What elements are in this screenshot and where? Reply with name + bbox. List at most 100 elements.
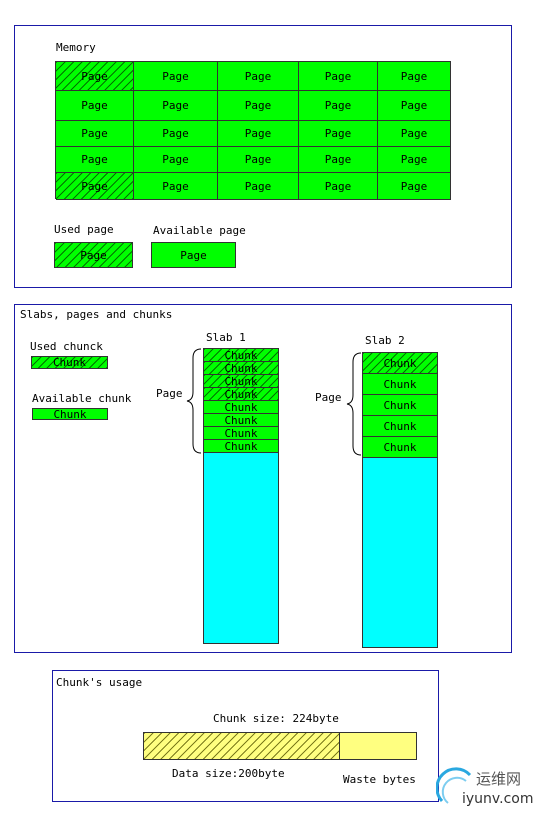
- memory-page-label: Page: [81, 127, 108, 140]
- slab1-chunk-used: Chunk: [204, 388, 278, 401]
- legend-used-page-box: Page: [54, 242, 133, 268]
- waste-bytes-label: Waste bytes: [343, 773, 416, 786]
- memory-page-label: Page: [324, 127, 352, 140]
- memory-page-label: Page: [162, 99, 189, 112]
- slab2-chunk-label: Chunk: [383, 419, 417, 433]
- memory-page-available: Page: [378, 62, 451, 91]
- slab2-chunk-available: Chunk: [363, 437, 437, 458]
- watermark-site-url: iyunv.com: [462, 791, 534, 807]
- memory-page-label: Page: [244, 179, 272, 193]
- memory-page-label: Page: [162, 127, 189, 140]
- memory-page-label: Page: [400, 69, 428, 83]
- memory-page-available: Page: [299, 147, 378, 173]
- memory-page-available: Page: [378, 121, 451, 147]
- memory-page-available: Page: [134, 91, 218, 121]
- slab1-chunk-used: Chunk: [204, 375, 278, 388]
- slab2-chunk-label: Chunk: [383, 440, 417, 454]
- memory-page-label: Page: [81, 153, 108, 166]
- legend-used-chunk-text: Chunk: [52, 356, 87, 369]
- memory-page-available: Page: [218, 173, 299, 200]
- slab1-chunk-available: Chunk: [204, 414, 278, 427]
- memory-page-available: Page: [218, 62, 299, 91]
- slabs-title: Slabs, pages and chunks: [20, 308, 173, 321]
- slab1-chunk-label: Chunk: [224, 348, 258, 362]
- slab2-chunk-used: Chunk: [363, 353, 437, 374]
- legend-available-chunk-label: Available chunk: [32, 392, 132, 405]
- data-size-bar: [143, 732, 340, 760]
- data-size-label: Data size:200byte: [172, 767, 285, 780]
- slab2-title: Slab 2: [365, 334, 405, 347]
- slab2-chunk-label: Chunk: [383, 398, 417, 412]
- legend-used-chunk-box: Chunk: [31, 356, 108, 369]
- usage-panel: Chunk's usage Chunk size: 224byte Data s…: [52, 670, 439, 802]
- memory-page-label: Page: [244, 99, 272, 112]
- memory-page-available: Page: [56, 121, 134, 147]
- slab1-chunk-label: Chunk: [224, 413, 258, 427]
- memory-page-available: Page: [134, 173, 218, 200]
- memory-page-label: Page: [400, 99, 428, 112]
- memory-page-label: Page: [244, 69, 272, 83]
- slab2-page-label: Page: [315, 391, 342, 404]
- slab1-chunk-label: Chunk: [224, 361, 258, 375]
- legend-available-chunk-box: Chunk: [32, 408, 108, 420]
- memory-page-label: Page: [324, 99, 352, 112]
- slab2-chunk-label: Chunk: [383, 377, 417, 391]
- memory-page-label: Page: [162, 153, 189, 166]
- watermark-site-cn: 运维网: [476, 770, 522, 788]
- memory-page-label: Page: [81, 69, 108, 83]
- slabs-panel: Slabs, pages and chunks Used chunck Chun…: [14, 304, 512, 653]
- slab1-chunk-label: Chunk: [224, 439, 258, 453]
- memory-page-available: Page: [134, 62, 218, 91]
- slab1-title: Slab 1: [206, 331, 246, 344]
- slab1-page-label: Page: [156, 387, 183, 400]
- slab2-chunk-available: Chunk: [363, 395, 437, 416]
- memory-page-available: Page: [218, 91, 299, 121]
- memory-page-available: Page: [134, 147, 218, 173]
- legend-available-page-text: Page: [180, 248, 207, 262]
- memory-page-available: Page: [299, 91, 378, 121]
- slab1-page-brace: [186, 348, 202, 454]
- memory-page-available: Page: [299, 173, 378, 200]
- slab1-chunk-available: Chunk: [204, 427, 278, 440]
- slab1-chunk-label: Chunk: [224, 426, 258, 440]
- slab2-chunk-available: Chunk: [363, 374, 437, 395]
- memory-page-label: Page: [162, 69, 189, 83]
- memory-title: Memory: [56, 41, 96, 54]
- memory-page-available: Page: [56, 91, 134, 121]
- memory-page-label: Page: [324, 153, 352, 166]
- slab1-chunk-available: Chunk: [204, 440, 278, 453]
- memory-page-available: Page: [218, 147, 299, 173]
- memory-page-label: Page: [324, 69, 352, 83]
- slab1-chunk-label: Chunk: [224, 374, 258, 388]
- slab1-chunk-used: Chunk: [204, 349, 278, 362]
- memory-page-label: Page: [162, 179, 189, 193]
- memory-page-available: Page: [299, 62, 378, 91]
- memory-page-label: Page: [324, 179, 352, 193]
- memory-page-label: Page: [81, 99, 108, 112]
- slab1-chunk-label: Chunk: [224, 387, 258, 401]
- legend-used-page-text: Page: [80, 248, 107, 262]
- memory-page-available: Page: [56, 147, 134, 173]
- memory-page-available: Page: [218, 121, 299, 147]
- slab1-chunk-used: Chunk: [204, 362, 278, 375]
- legend-used-chunk-label: Used chunck: [30, 340, 103, 353]
- slab1-chunk-label: Chunk: [224, 400, 258, 414]
- memory-page-label: Page: [244, 127, 272, 140]
- legend-available-chunk-text: Chunk: [53, 408, 87, 420]
- slab2-chunk-label: Chunk: [383, 356, 417, 370]
- watermark: 运维网 iyunv.com: [436, 765, 536, 813]
- memory-page-available: Page: [378, 173, 451, 200]
- legend-used-page-label: Used page: [54, 223, 114, 236]
- watermark-logo-icon: [436, 767, 472, 804]
- memory-page-label: Page: [400, 127, 428, 140]
- memory-page-available: Page: [299, 121, 378, 147]
- slab1-free-space: [204, 453, 278, 643]
- memory-page-used: Page: [56, 173, 134, 200]
- memory-page-available: Page: [378, 91, 451, 121]
- slab2-chunk-available: Chunk: [363, 416, 437, 437]
- usage-title: Chunk's usage: [56, 676, 143, 689]
